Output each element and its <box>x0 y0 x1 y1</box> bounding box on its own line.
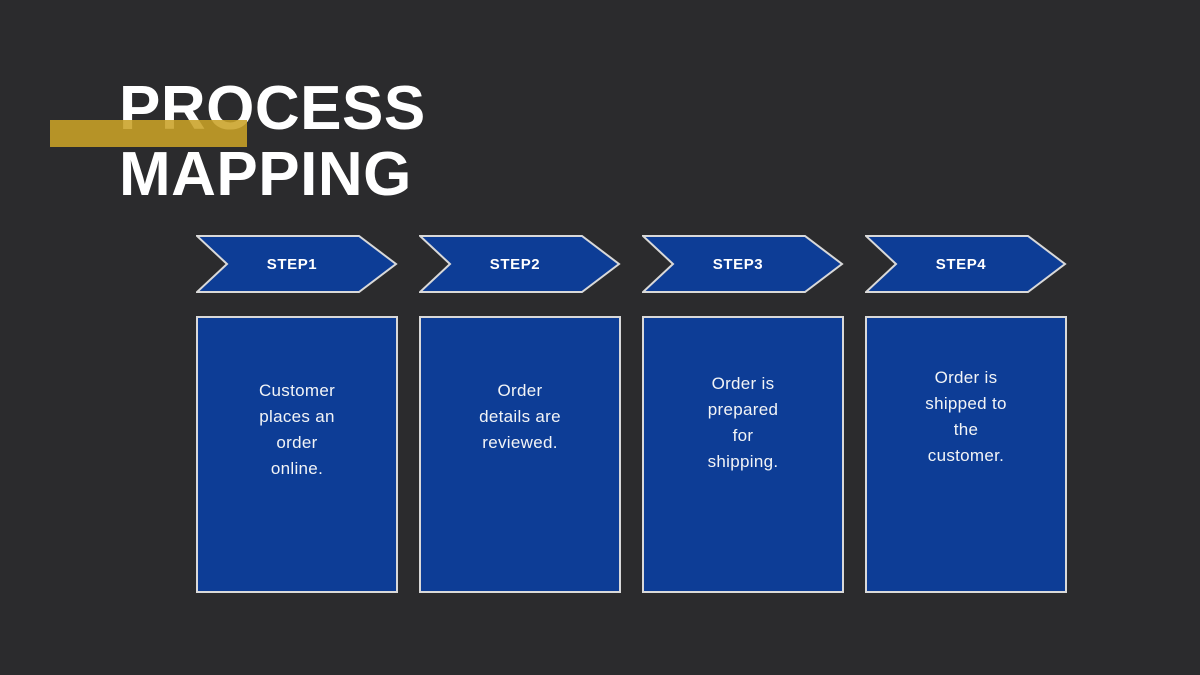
title-accent-bar <box>50 120 247 147</box>
step-label: STEP2 <box>489 255 541 273</box>
arrow-chevron-shape <box>196 235 398 293</box>
step-label: STEP1 <box>266 255 318 273</box>
step-description: Customer places an order online. <box>258 381 336 478</box>
step-arrow: STEP4 <box>865 235 1067 293</box>
step-arrow: STEP1 <box>196 235 398 293</box>
step-description: Order details are reviewed. <box>479 381 561 452</box>
step-card: Order is shipped to the customer. <box>865 316 1067 593</box>
process-step-1: STEP1 Customer places an order online. <box>196 235 398 593</box>
process-flow: STEP1 Customer places an order online. S… <box>196 235 1067 593</box>
step-card: Customer places an order online. <box>196 316 398 593</box>
step-arrow: STEP3 <box>642 235 844 293</box>
step-label: STEP4 <box>935 255 987 273</box>
step-card: Order is prepared for shipping. <box>642 316 844 593</box>
arrow-chevron-shape <box>419 235 621 293</box>
process-step-2: STEP2 Order details are reviewed. <box>419 235 621 593</box>
arrow-chevron-shape <box>865 235 1067 293</box>
process-step-4: STEP4 Order is shipped to the customer. <box>865 235 1067 593</box>
step-arrow: STEP2 <box>419 235 621 293</box>
step-label: STEP3 <box>712 255 764 273</box>
step-description: Order is prepared for shipping. <box>707 374 779 471</box>
step-description: Order is shipped to the customer. <box>925 368 1007 465</box>
arrow-chevron-shape <box>642 235 844 293</box>
step-card: Order details are reviewed. <box>419 316 621 593</box>
process-step-3: STEP3 Order is prepared for shipping. <box>642 235 844 593</box>
